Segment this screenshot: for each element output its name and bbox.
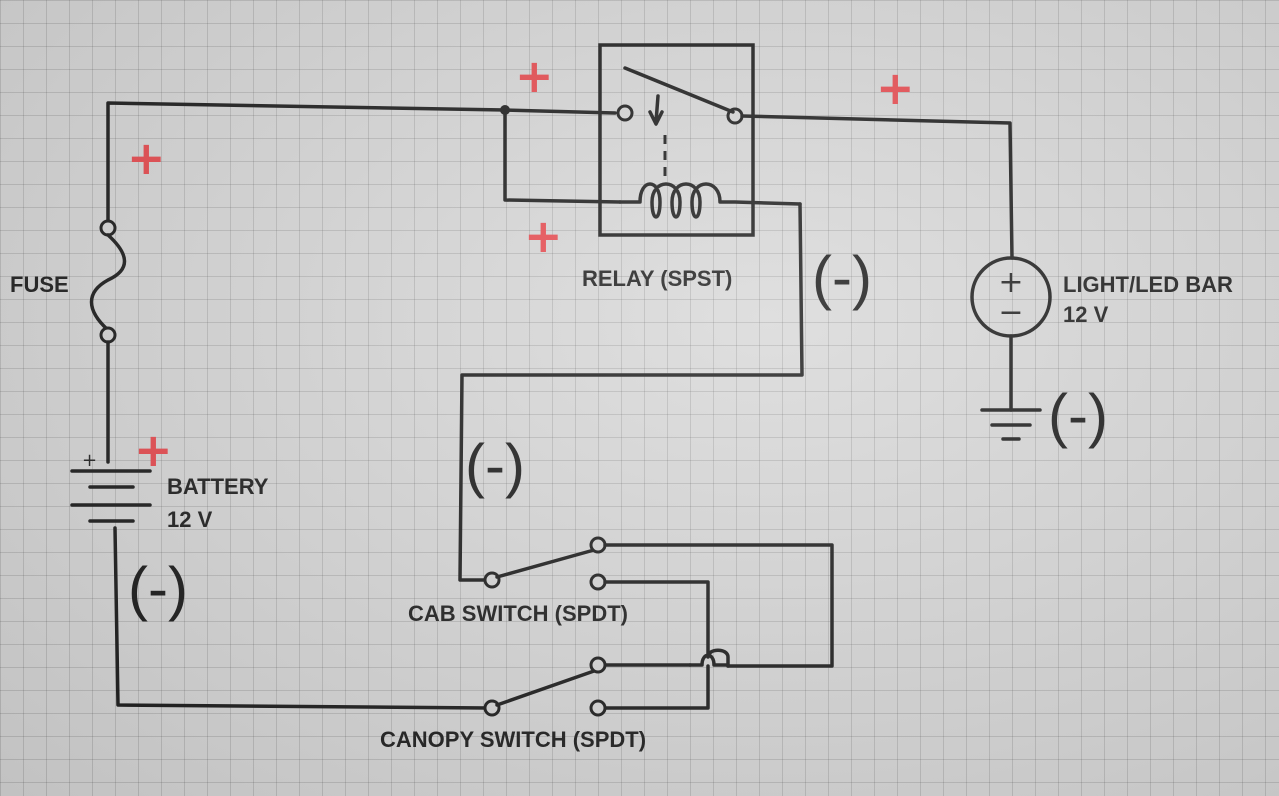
wire-crossover <box>688 653 730 667</box>
wire-coil-negative <box>458 202 804 582</box>
positive-marker-coil: + <box>524 209 563 263</box>
cab-switch-throw-top <box>589 536 607 554</box>
fuse-terminal-top <box>99 219 117 237</box>
cab-switch-common <box>483 571 501 589</box>
canopy-switch-throw-top <box>589 656 607 674</box>
wire-battery-negative <box>113 526 490 710</box>
light-plus-sign: + <box>998 265 1023 300</box>
relay-switch-arm <box>623 66 735 114</box>
canopy-switch-common <box>483 699 501 717</box>
canopy-switch-label: CANOPY SWITCH (SPDT) <box>380 727 646 752</box>
ground-symbol <box>980 408 1042 441</box>
canopy-switch-arm <box>495 669 596 707</box>
relay-contact-left <box>616 104 634 122</box>
light-label: LIGHT/LED BAR <box>1063 272 1233 297</box>
fuse-element <box>89 233 127 332</box>
negative-marker-cab-wire: (-) <box>465 432 525 499</box>
light-minus-sign: − <box>998 295 1023 330</box>
wire-top-positive <box>106 101 617 227</box>
relay-coil <box>618 182 802 219</box>
wire-cab-top-to-canopy <box>603 543 834 668</box>
battery-plus-sign: + <box>82 450 97 471</box>
relay-box <box>598 43 755 237</box>
negative-marker-relay: (-) <box>812 244 872 311</box>
cab-switch-label: CAB SWITCH (SPDT) <box>408 601 628 626</box>
battery-label: BATTERY <box>167 474 269 499</box>
canopy-switch-throw-bottom <box>589 699 607 717</box>
negative-marker-battery: (-) <box>128 555 188 622</box>
fuse-label: FUSE <box>10 272 69 297</box>
wire-relay-to-light <box>740 114 1014 260</box>
relay-label: RELAY (SPST) <box>582 266 732 291</box>
cab-switch-arm <box>495 548 596 579</box>
light-voltage-label: 12 V <box>1063 302 1109 327</box>
positive-marker-relay-input: + <box>515 49 554 103</box>
positive-marker-fuse: + <box>127 131 166 185</box>
positive-marker-relay-output: + <box>876 61 915 115</box>
relay-arm-arrow <box>648 94 664 126</box>
wire-coil-feed <box>503 108 622 204</box>
fuse-terminal-bottom <box>99 326 117 344</box>
junction-dot <box>500 105 510 115</box>
negative-marker-ground: (-) <box>1048 382 1108 449</box>
positive-marker-battery: + <box>134 423 173 477</box>
battery-voltage-label: 12 V <box>167 507 213 532</box>
cab-switch-throw-bottom <box>589 573 607 591</box>
